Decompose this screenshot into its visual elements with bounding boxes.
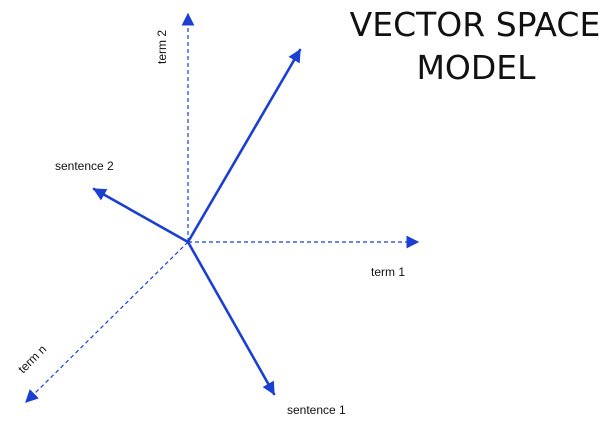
sentence-vectors — [92, 48, 302, 396]
sentence-1-label: sentence 1 — [287, 403, 346, 417]
term-axes — [25, 12, 420, 403]
unlabeled-vector — [186, 48, 302, 244]
term-2-label: term 2 — [155, 30, 169, 64]
term-n-axis — [25, 241, 189, 403]
term-n-label: term n — [15, 342, 49, 376]
term-1-label: term 1 — [371, 265, 405, 279]
sentence-2-vector — [92, 187, 190, 244]
sentence-2-label: sentence 2 — [55, 159, 114, 173]
sentence-1-vector — [186, 240, 276, 396]
title-line-2: MODEL — [416, 48, 536, 87]
title-line-1: VECTOR SPACE — [350, 5, 601, 44]
